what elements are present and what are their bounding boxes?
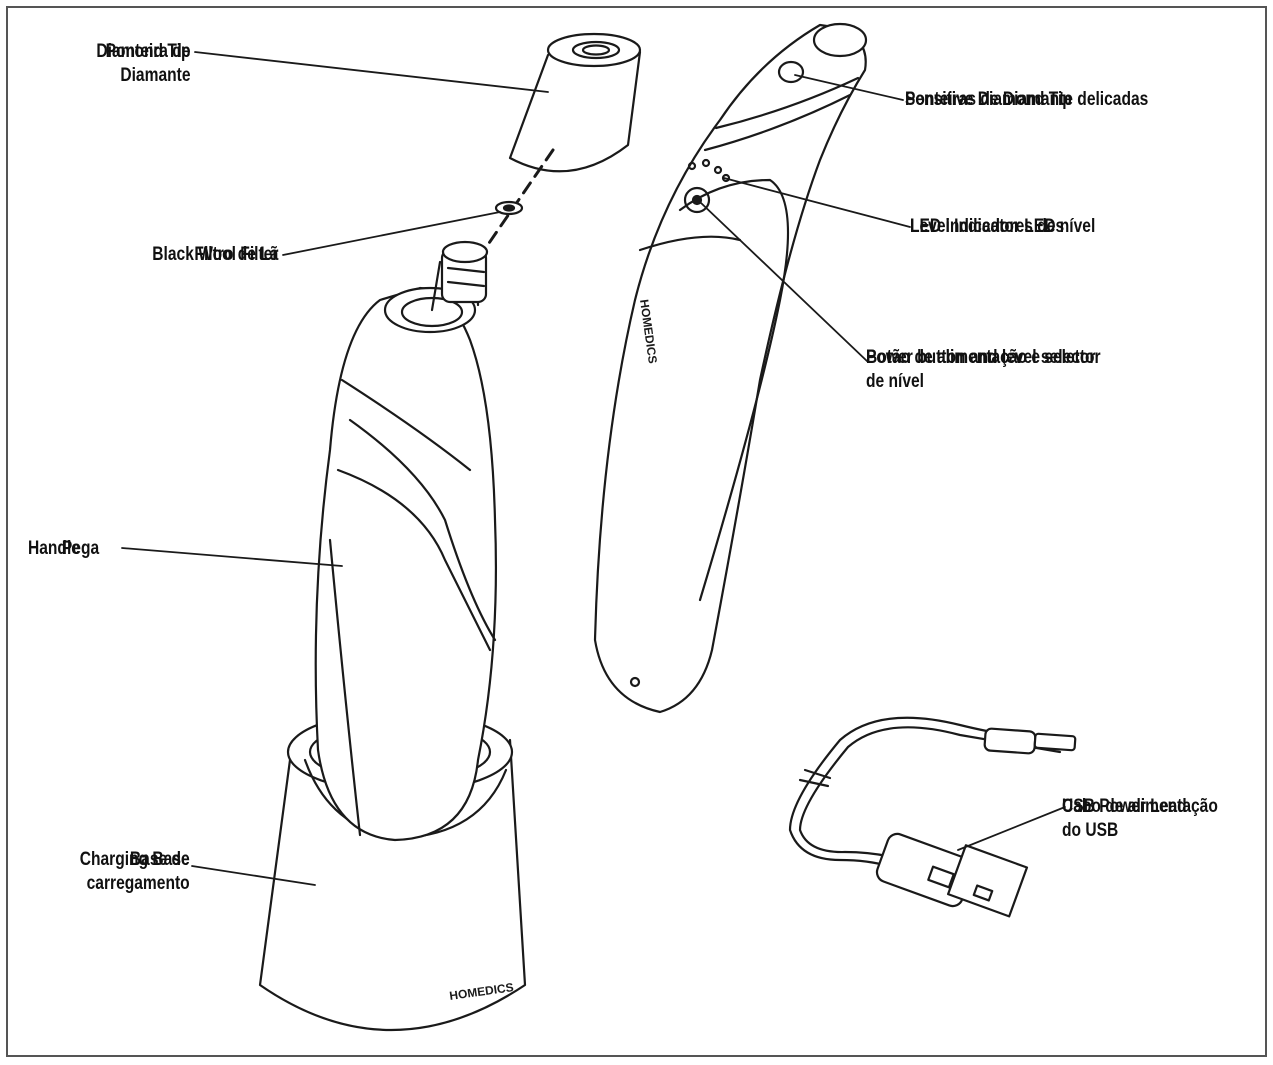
label-sensitive-tip: Ponteiras de Diamante delicadas Sensitiv…: [905, 88, 1148, 112]
label-usb-lead: Cabo de alimentação do USB USB Power Lea…: [1062, 795, 1218, 843]
leader-lines: [121, 51, 1066, 886]
label-diamond-tip: Ponteira de Diamante Diamond Tip: [96, 40, 190, 88]
label-level-leds: LED indicadores de nível Level Indicator…: [910, 215, 1095, 239]
diamond-tip-part: [508, 32, 642, 173]
label-level-leds-en: Level Indicator LEDs: [910, 216, 1065, 237]
label-charging-base-en: Charging Base: [80, 849, 190, 870]
label-level-leds-pt: LED indicadores de nível: [910, 216, 1096, 237]
label-usb-lead-pt-2: do USB: [1062, 820, 1119, 841]
label-handle-en: Handle: [28, 538, 80, 559]
label-usb-lead-en: USB Power Lead: [1062, 796, 1187, 817]
label-black-wool-filter-pt: Filtro de Lã: [194, 244, 278, 265]
label-sensitive-tip-pt: Ponteiras de Diamante delicadas: [905, 89, 1149, 110]
label-charging-base-pt-2: carregamento: [86, 873, 190, 894]
label-handle: HandlePega: [28, 537, 99, 561]
label-power-button-pt-1: Botão de alimentação e seletor: [866, 347, 1096, 368]
handle-part: [314, 240, 498, 842]
label-charging-base: Base de carregamento Charging Base: [80, 848, 190, 896]
label-diamond-tip-pt-1: Ponteira de: [105, 41, 190, 62]
label-diamond-tip-en: Diamond Tip: [95, 41, 190, 62]
label-sensitive-tip-en: Sensitive Diamond Tip: [905, 89, 1072, 110]
label-diamond-tip-pt-2: Diamante: [119, 65, 190, 86]
label-power-button: Botão de alimentação e seletor de nível …: [866, 346, 1101, 394]
label-black-wool-filter-en: Black Wool Filter: [151, 244, 278, 265]
label-charging-base-pt-1: Base de: [130, 849, 190, 870]
label-usb-lead-pt-1: Cabo de alimentação: [1062, 796, 1218, 817]
label-power-button-pt-2: de nível: [866, 371, 925, 392]
device-side-part: [593, 22, 868, 714]
usb-cable-part: [788, 716, 1077, 918]
label-handle-pt: Pega: [61, 538, 100, 559]
label-black-wool-filter: Filtro de Lã Black Wool Filter: [152, 243, 278, 267]
black-wool-filter-part: [494, 200, 524, 216]
label-power-button-en: Power button and level selector: [866, 347, 1101, 368]
